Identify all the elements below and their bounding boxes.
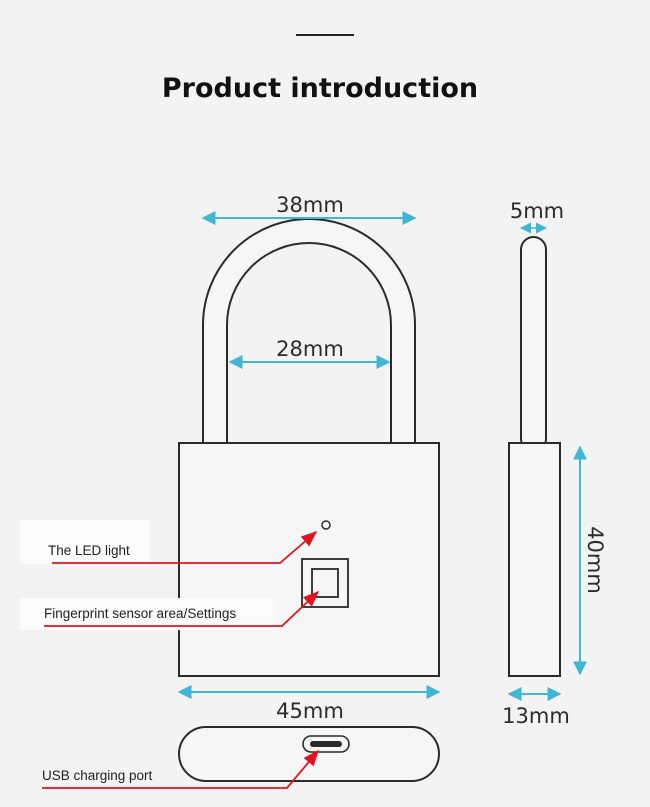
- callout-usb-line: [42, 749, 320, 789]
- dimension-label-5mm: 5mm: [510, 199, 564, 223]
- led-indicator: [321, 520, 331, 530]
- dimension-label-13mm: 13mm: [502, 704, 570, 728]
- callout-led-label: The LED light: [48, 543, 130, 558]
- callout-usb-label: USB charging port: [42, 768, 153, 783]
- side-body: [508, 442, 561, 677]
- callout-led-backdrop: [20, 520, 150, 564]
- page-title: Product introduction: [162, 73, 478, 104]
- dimension-label-45mm: 45mm: [276, 699, 344, 723]
- fingerprint-sensor-inner: [311, 568, 339, 598]
- dimension-label-40mm: 40mm: [583, 526, 607, 594]
- dimension-label-28mm: 28mm: [276, 337, 344, 361]
- usb-port-inner: [310, 741, 342, 747]
- shackle-outline: [202, 218, 416, 444]
- dimension-label-38mm: 38mm: [276, 193, 344, 217]
- callout-led-line: [52, 530, 318, 564]
- callout-fingerprint-backdrop: [20, 598, 276, 630]
- side-shackle: [520, 236, 547, 452]
- callout-fingerprint-line: [44, 590, 320, 627]
- bottom-view-body: [178, 726, 440, 782]
- callout-fingerprint-label: Fingerprint sensor area/Settings: [44, 606, 236, 621]
